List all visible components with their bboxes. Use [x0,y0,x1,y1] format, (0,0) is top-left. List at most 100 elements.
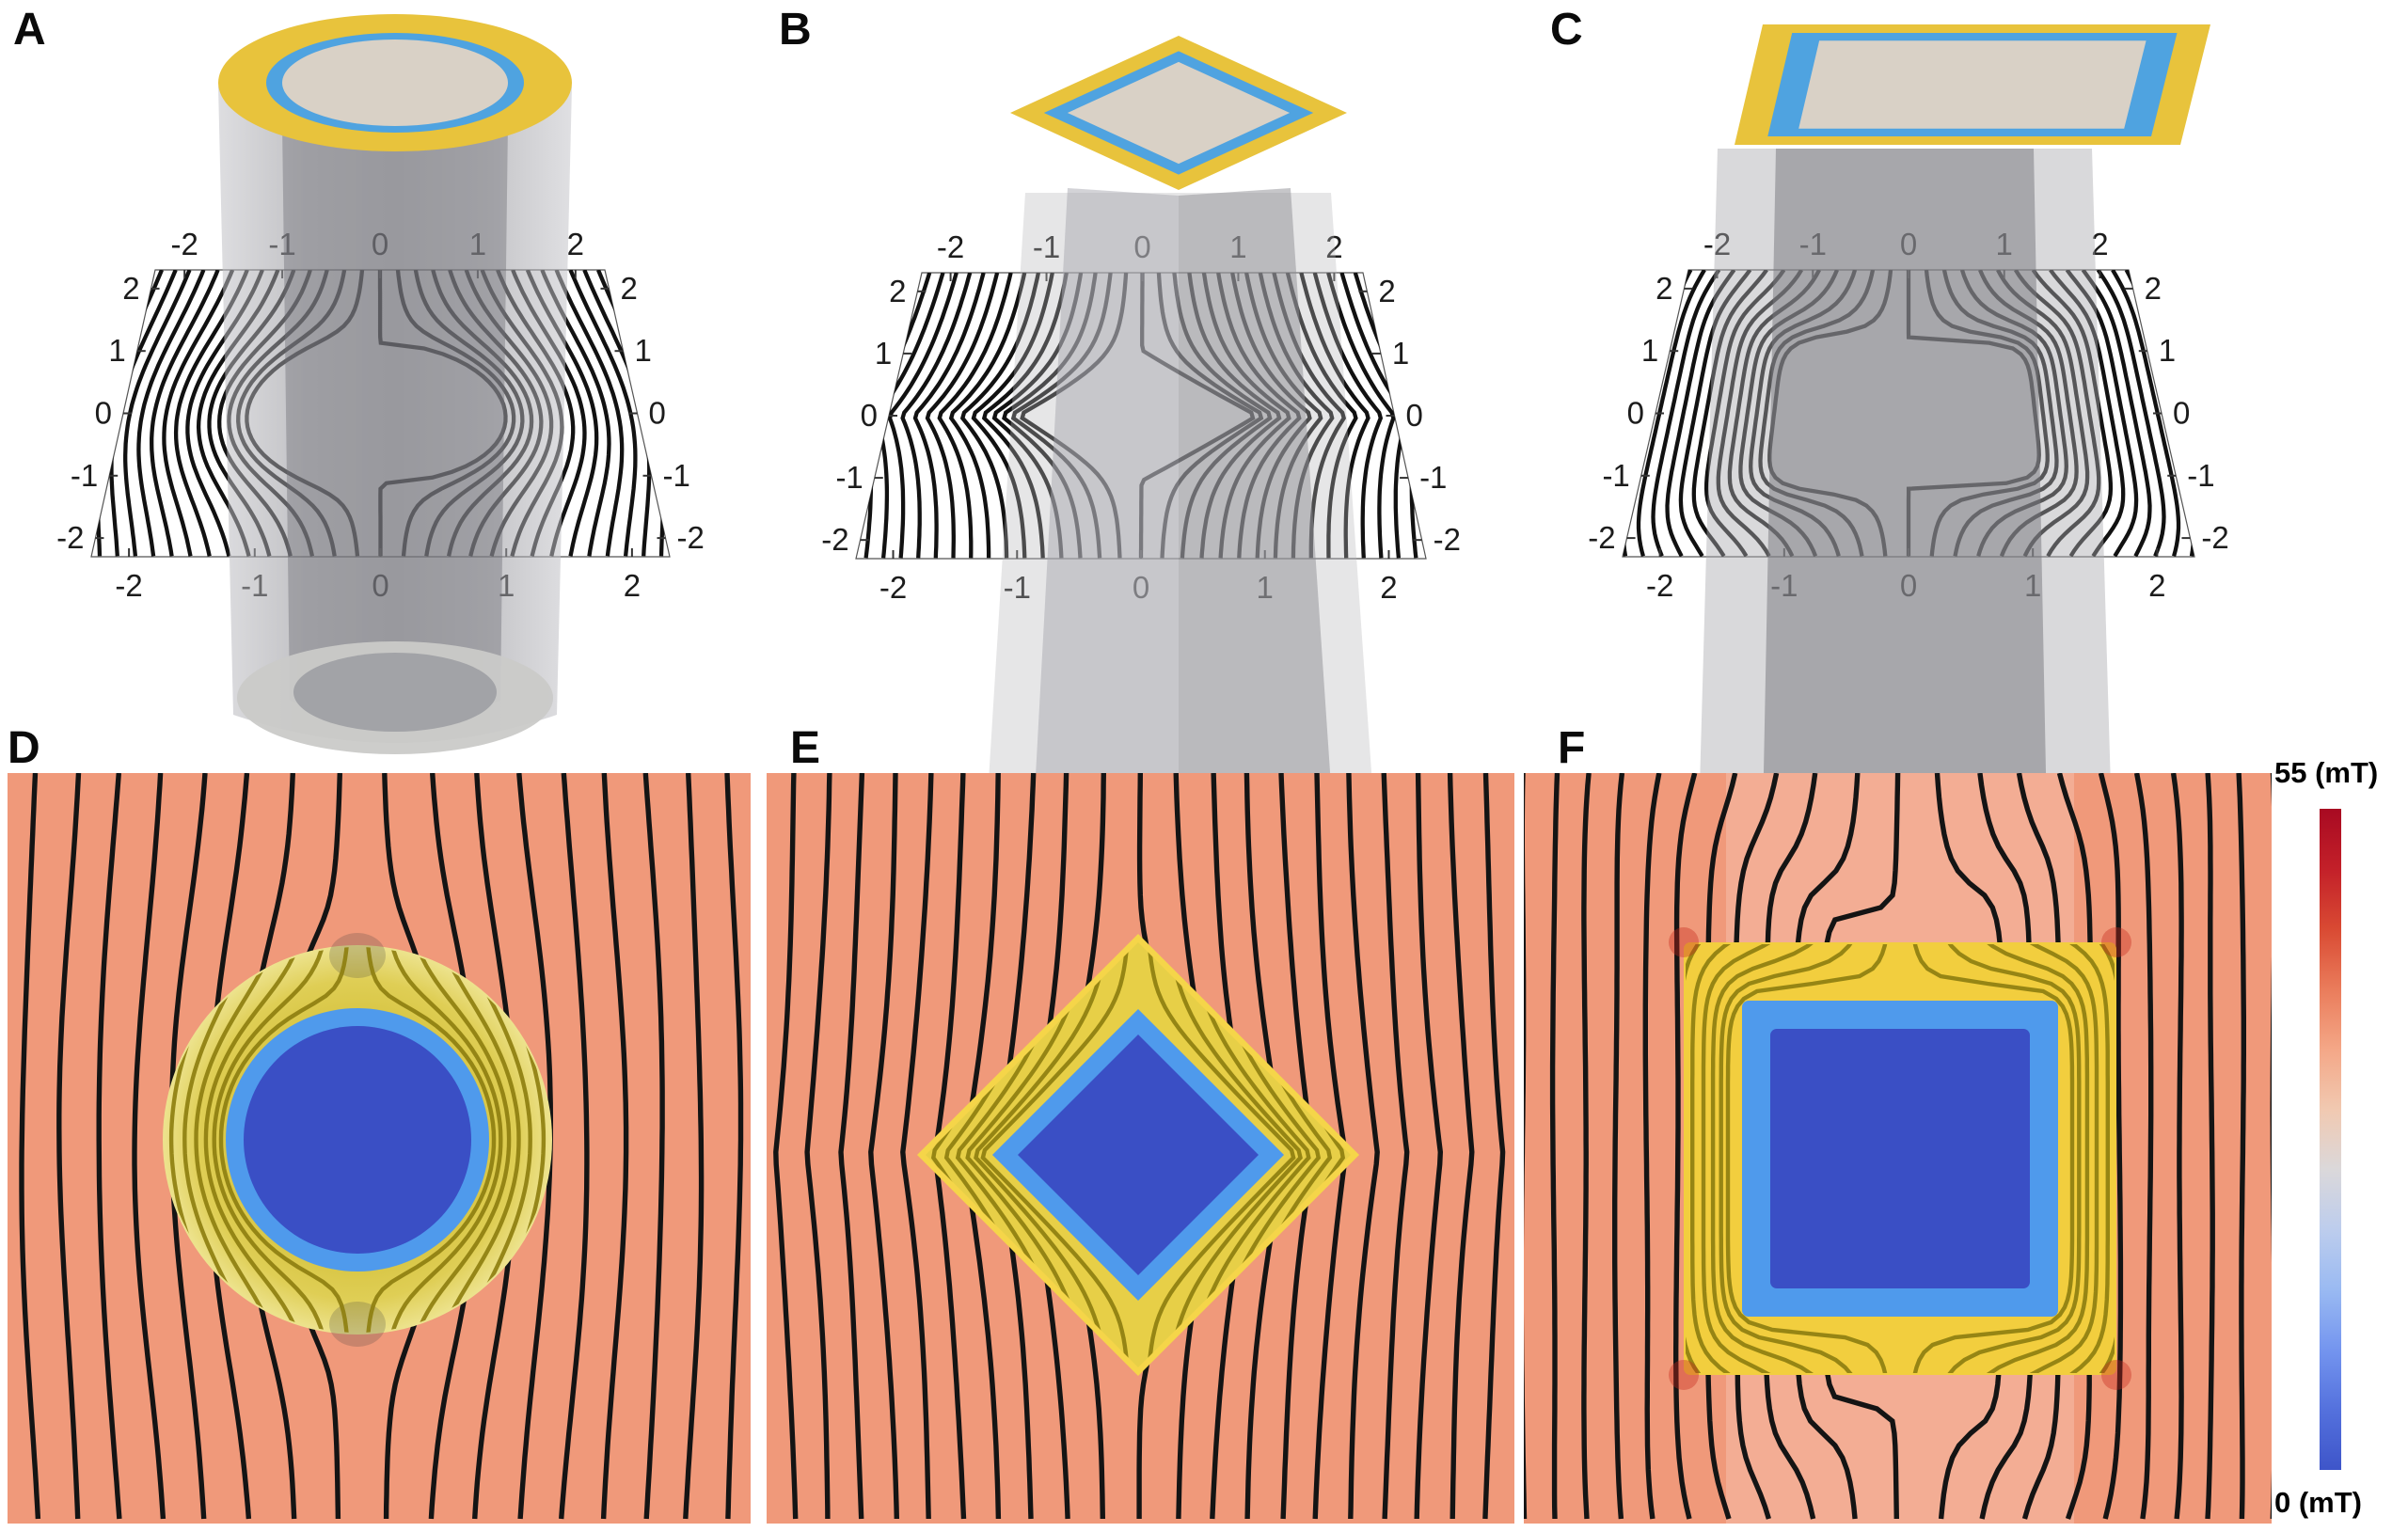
field-line [2013,270,2101,557]
panel-label-b: B [779,5,812,55]
tick-label: 1 [108,333,125,368]
tick-label: -2 [171,227,198,261]
field-line [1482,773,1506,1520]
tick-label: 0 [2173,396,2190,431]
cloak-field-line [2080,922,2123,1392]
panel-label-c: C [1550,5,1583,55]
field-line [2096,270,2166,557]
tick-label: 0 [649,396,666,431]
cloak-field-line [203,927,306,1350]
field-line [132,773,166,1520]
field-line [1612,773,1625,1520]
panel-a-3d-cylinder-cloak: -2-2-1-1001122221100-1-1-2-2 [56,14,705,754]
field-line [600,773,629,1520]
cloak-field-line [168,927,232,1350]
corner-hotspot [2101,1360,2131,1390]
field-line [2031,270,2114,557]
cloak-field-line [364,927,497,1350]
tick-label: 2 [1380,570,1397,605]
tick-label: 1 [1392,336,1409,371]
cylinder-body [218,87,572,743]
field-line [1312,273,1384,559]
cloak-field-line [434,927,521,1350]
cloak-field-line [1184,924,1311,1384]
low-field-stripe [1726,773,2074,942]
cloak-internal-field-lines [899,924,1377,1384]
field-line [900,273,973,559]
tick-label: 1 [875,336,892,371]
field-line [1703,270,1786,557]
tick-label: -2 [1703,227,1731,261]
cloak-field-line [974,924,1112,1384]
tick-label: -2 [2201,520,2228,555]
field-line [1651,270,1721,557]
cloak-field-line [2042,922,2110,1392]
cloak-field-line [2004,922,2099,1392]
tick-label: -2 [821,522,848,557]
cloak-field-line [1909,923,2075,1391]
panel-b-3d-diamond-cloak: -2-2-1-1001122221100-1-1-2-2 [821,36,1461,936]
tick-label: 0 [95,396,112,431]
prism-inner-tube [1763,149,2047,820]
cloak-field-line [531,927,577,1350]
tick-label: 0 [1627,396,1644,431]
colorbar-max-label: 55 (mT) [2274,756,2379,789]
cloak-circle [138,927,577,1350]
field-line [1414,773,1444,1520]
bore-top-face [282,39,508,126]
cloak-diamond [899,924,1377,1384]
field-line [1665,270,1736,557]
field-line [96,773,122,1520]
tick-label: -1 [835,460,863,495]
field-line [1524,773,1528,1520]
cloak-field-line [899,924,979,1384]
field-concentration-spot [329,933,386,978]
field-line [937,273,1013,559]
cloak-field-line [980,924,1131,1384]
tick-label: -1 [1602,458,1629,493]
field-line [1447,773,1475,1520]
tick-label: -1 [1033,229,1060,264]
field-line [2081,270,2152,557]
cloak-field-line [1146,924,1296,1384]
tick-label: 2 [2148,568,2165,603]
tick-label: 0 [861,398,878,433]
cloak-field-line [212,927,329,1350]
cloak-field-line [1677,922,1720,1392]
cloak-field-line [409,927,512,1350]
field-line [1642,773,1662,1520]
tick-label: 2 [1656,271,1672,306]
cloak-field-line [508,927,562,1350]
field-concentration-spot [329,1302,386,1347]
prism-right-face [1179,188,1334,828]
tick-label: 2 [624,568,641,603]
panel-E-2d-field [767,773,1514,1524]
tick-label: 2 [2091,227,2108,261]
low-field-stripe [1726,1375,2074,1524]
field-line [554,270,625,557]
cloak-square [1635,922,2165,1392]
cloak-field-line [943,924,1050,1384]
cloak-field-line [2135,923,2153,1391]
tick-label: -2 [1646,568,1673,603]
cloak-field-line [965,924,1092,1384]
corner-hotspot [1669,1360,1699,1390]
cloak-field-line [1164,924,1303,1384]
field-line [1581,773,1592,1520]
field-line [559,773,590,1520]
tick-label: -1 [2187,458,2214,493]
field-line [959,273,1041,559]
tick-label: 2 [567,227,584,261]
field-line [838,773,865,1520]
field-line [948,273,1027,559]
field-line [19,773,41,1520]
cloak-field-line [386,927,503,1350]
field-line [724,773,744,1520]
cloak-field-line [1635,923,1647,1391]
panel-F-2d-field [1524,773,2272,1524]
cloak-field-line [1937,923,2082,1391]
field-line [1381,773,1410,1520]
field-line [1299,273,1370,559]
field-line [2049,270,2126,557]
